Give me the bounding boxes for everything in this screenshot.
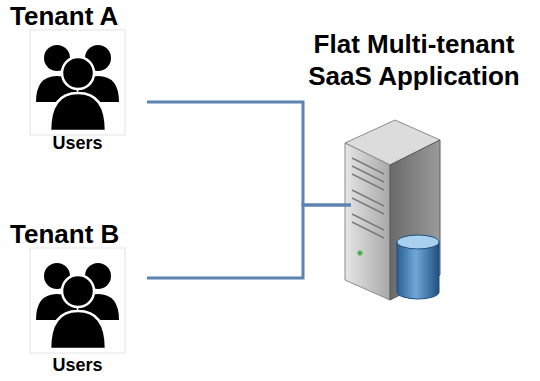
server-node: Flat Multi-tenant SaaS Application — [292, 28, 536, 92]
connector-line — [147, 205, 351, 278]
users-label: Users — [8, 133, 147, 153]
tenant-group: Tenant A Users — [8, 2, 147, 153]
connector-line — [147, 102, 351, 205]
users-label: Users — [8, 355, 147, 375]
users-icon — [30, 30, 125, 135]
users-icon — [30, 248, 125, 353]
app-title: Flat Multi-tenant SaaS Application — [292, 28, 536, 92]
tenant-name: Tenant B — [8, 220, 147, 248]
server-icon — [345, 120, 440, 300]
tenant-name: Tenant A — [8, 2, 147, 30]
tenant-group: Tenant B Users — [8, 220, 147, 375]
